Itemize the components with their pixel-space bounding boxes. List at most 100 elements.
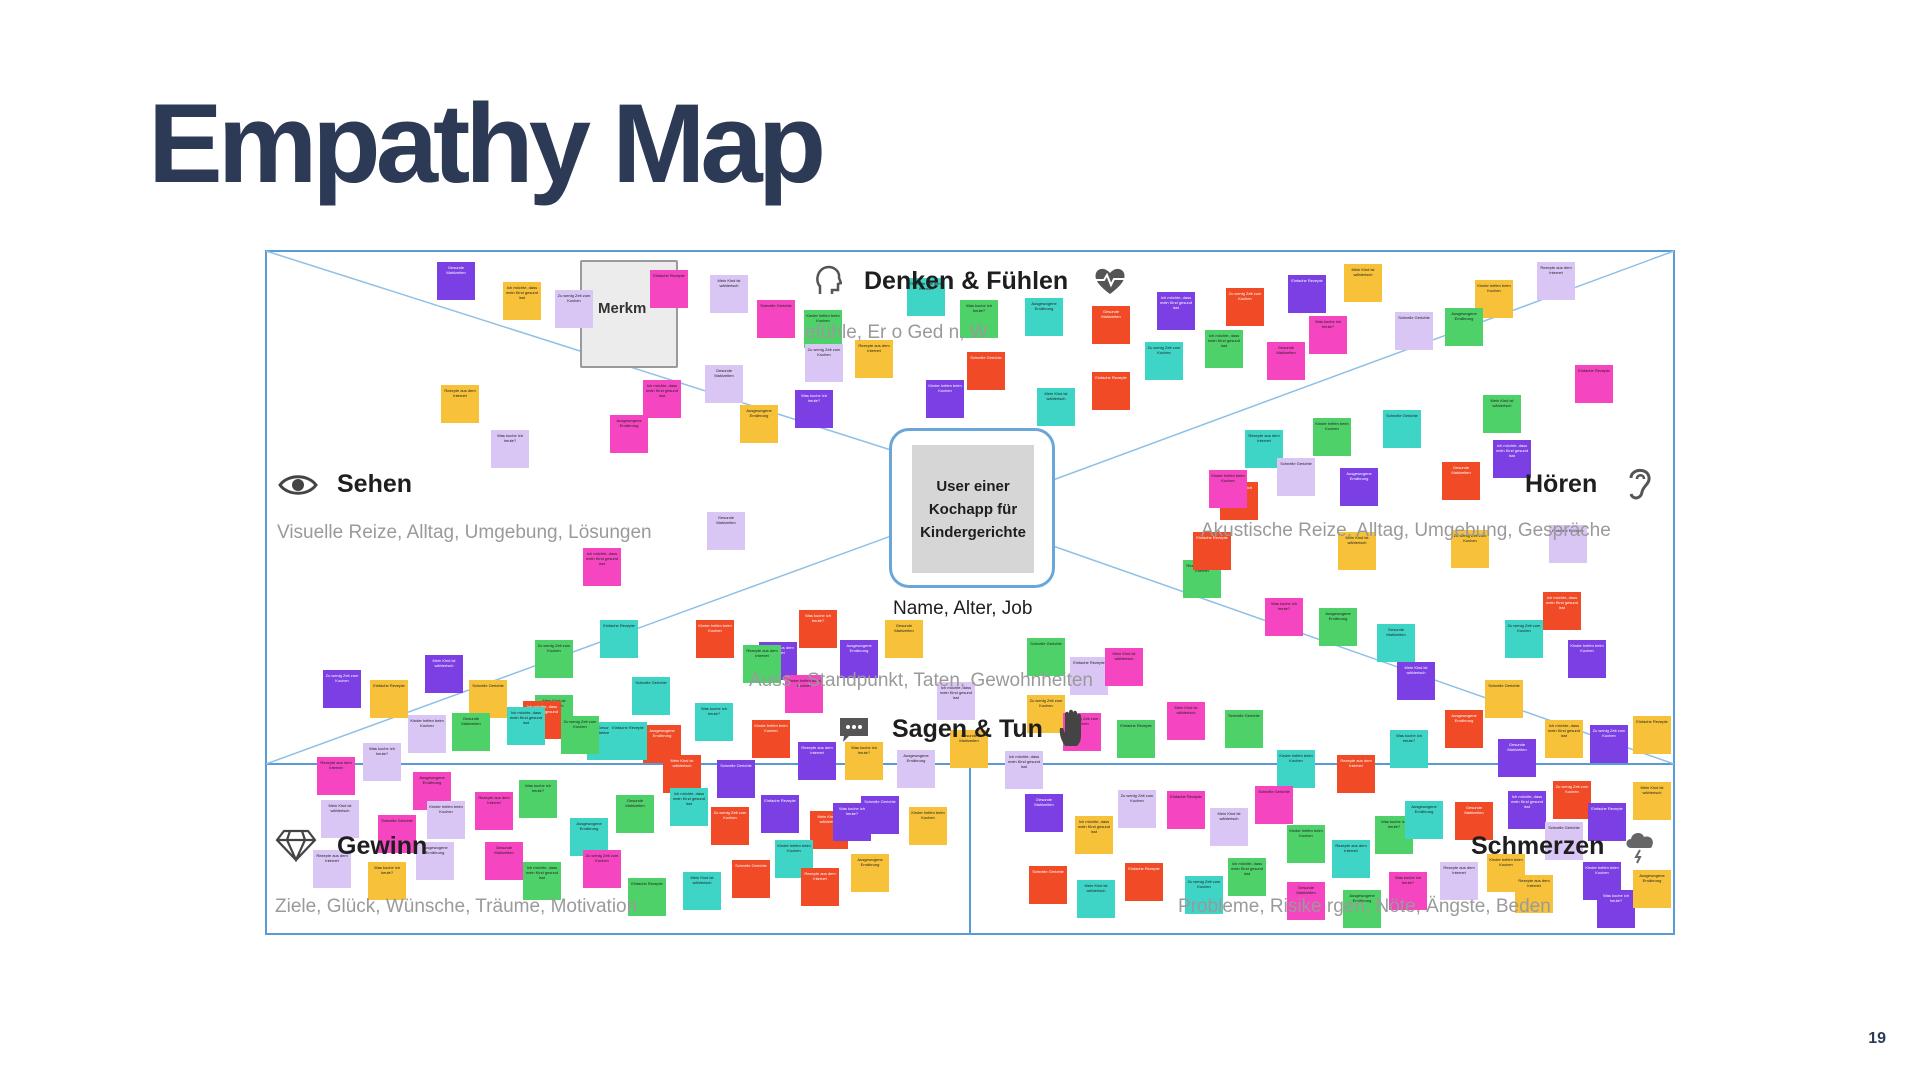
sticky-note[interactable]: Zu wenig Zeit zum Kochen <box>1185 876 1223 914</box>
sticky-note[interactable]: Kinder helfen beim Kochen <box>1568 640 1606 678</box>
sticky-note[interactable]: Rezepte aus dem Internet <box>317 757 355 795</box>
sticky-note[interactable]: Zu wenig Zeit zum Kochen <box>805 344 843 382</box>
sticky-note[interactable]: Ausgewogene Ernährung <box>570 818 608 856</box>
sticky-note[interactable]: Gesunde Mahlzeiten <box>485 842 523 880</box>
sticky-note[interactable]: Einfache Rezepte <box>1092 372 1130 410</box>
sticky-note[interactable]: Ausgewogene Ernährung <box>1319 608 1357 646</box>
sticky-note[interactable]: Schnelle Gerichte <box>632 677 670 715</box>
sticky-note[interactable]: Ausgewogene Ernährung <box>1343 890 1381 928</box>
sticky-note[interactable]: Mein Kind ist wählerisch <box>1105 648 1143 686</box>
sticky-note[interactable]: Kinder helfen beim Kochen <box>804 310 842 348</box>
sticky-note[interactable]: Mein Kind ist wählerisch <box>663 755 701 793</box>
sticky-note[interactable]: Gesunde Mahlzeiten <box>437 262 475 300</box>
sticky-note[interactable]: Was koche ich heute? <box>363 743 401 781</box>
sticky-note[interactable]: Schnelle Gerichte <box>1395 312 1433 350</box>
sticky-note[interactable]: Gesunde Mahlzeiten <box>950 730 988 768</box>
sticky-note[interactable]: Zu wenig Zeit zum Kochen <box>1590 725 1628 763</box>
sticky-note[interactable]: Kinder helfen beim Kochen <box>427 801 465 839</box>
sticky-note[interactable]: Einfache Rezepte <box>650 270 688 308</box>
sticky-note[interactable]: Schnelle Gerichte <box>1383 410 1421 448</box>
sticky-note[interactable]: Schnelle Gerichte <box>1225 710 1263 748</box>
sticky-note[interactable]: Zu wenig Zeit zum Kochen <box>561 716 599 754</box>
sticky-note[interactable]: Ich möchte, dass mein Kind gesund isst <box>583 548 621 586</box>
sticky-note[interactable]: Zu wenig Zeit zum Kochen <box>323 670 361 708</box>
sticky-note[interactable]: Gesunde Mahlzeiten <box>1092 306 1130 344</box>
sticky-note[interactable]: Mein Kind ist wählerisch <box>1338 532 1376 570</box>
sticky-note[interactable]: Was koche ich heute? <box>1265 598 1303 636</box>
sticky-note[interactable]: Ausgewogene Ernährung <box>1025 298 1063 336</box>
sticky-note[interactable]: Schnelle Gerichte <box>732 860 770 898</box>
sticky-note[interactable]: Rezepte aus dem Internet <box>441 385 479 423</box>
sticky-note[interactable]: Einfache Rezepte <box>1633 716 1671 754</box>
sticky-note[interactable]: Rezepte aus dem Internet <box>801 868 839 906</box>
sticky-note[interactable]: Gesunde Mahlzeiten <box>452 713 490 751</box>
sticky-note[interactable]: Schnelle Gerichte <box>1027 638 1065 676</box>
sticky-note[interactable]: Kinder helfen beim Kochen <box>926 380 964 418</box>
sticky-note[interactable]: Kinder helfen beim Kochen <box>752 720 790 758</box>
sticky-note[interactable]: Gesunde Mahlzeiten <box>1377 624 1415 662</box>
sticky-note[interactable]: Kinder helfen beim Kochen <box>1287 825 1325 863</box>
sticky-note[interactable]: Gesunde Mahlzeiten <box>1455 802 1493 840</box>
sticky-note[interactable]: Schnelle Gerichte <box>469 680 507 718</box>
sticky-note[interactable]: Ausgewogene Ernährung <box>840 640 878 678</box>
sticky-note[interactable]: Gesunde Mahlzeiten <box>1267 342 1305 380</box>
sticky-note[interactable]: Kinder helfen beim Kochen <box>1209 470 1247 508</box>
sticky-note[interactable]: Was koche ich heute? <box>799 610 837 648</box>
sticky-note[interactable]: Rezepte aus dem Internet <box>1440 862 1478 900</box>
sticky-note[interactable]: Gesunde Mahlzeiten <box>616 795 654 833</box>
sticky-note[interactable]: Kinder helfen beim Kochen <box>785 675 823 713</box>
sticky-note[interactable]: Rezepte aus dem Internet <box>798 742 836 780</box>
sticky-note[interactable]: Mein Kind ist wählerisch <box>1167 702 1205 740</box>
sticky-note[interactable]: Zu wenig Zeit zum Kochen <box>1505 620 1543 658</box>
sticky-note[interactable]: Was koche ich heute? <box>368 862 406 900</box>
sticky-note[interactable]: Ich möchte, dass mein Kind gesund isst <box>1075 816 1113 854</box>
sticky-note[interactable]: Einfache Rezepte <box>1117 720 1155 758</box>
sticky-note[interactable]: Kinder helfen beim Kochen <box>909 807 947 845</box>
sticky-note[interactable]: Einfache Rezepte <box>1193 532 1231 570</box>
sticky-note[interactable]: Rezepte aus dem Internet <box>1245 430 1283 468</box>
sticky-note[interactable]: Gesunde Mahlzeiten <box>705 365 743 403</box>
sticky-note[interactable]: Ich möchte, dass mein Kind gesund isst <box>503 282 541 320</box>
sticky-note[interactable]: Schnelle Gerichte <box>1255 786 1293 824</box>
sticky-note[interactable]: Rezepte aus dem Internet <box>1332 840 1370 878</box>
sticky-note[interactable]: Schnelle Gerichte <box>967 352 1005 390</box>
sticky-note[interactable]: Mein Kind ist wählerisch <box>1037 388 1075 426</box>
sticky-note[interactable]: Was koche ich heute? <box>833 803 871 841</box>
sticky-note[interactable]: Einfache Rezepte <box>1575 365 1613 403</box>
sticky-note[interactable]: Rezepte aus dem Internet <box>313 850 351 888</box>
sticky-note[interactable]: Rezepte aus dem Internet <box>1537 262 1575 300</box>
sticky-note[interactable]: Mein Kind ist wählerisch <box>1483 395 1521 433</box>
sticky-note[interactable]: Schnelle Gerichte <box>1545 822 1583 860</box>
sticky-note[interactable]: Mein Kind ist wählerisch <box>321 800 359 838</box>
sticky-note[interactable]: Schnelle Gerichte <box>1029 866 1067 904</box>
sticky-note[interactable]: Einfache Rezepte <box>761 795 799 833</box>
sticky-note[interactable]: Mein Kind ist wählerisch <box>1077 880 1115 918</box>
sticky-note[interactable]: Ich möchte, dass mein Kind gesund isst <box>1157 292 1195 330</box>
sticky-note[interactable]: Einfache Rezepte <box>628 878 666 916</box>
sticky-note[interactable]: Zu wenig Zeit zum Kochen <box>535 640 573 678</box>
sticky-note[interactable]: Kinder helfen beim Kochen <box>408 715 446 753</box>
sticky-note[interactable]: Was koche ich heute? <box>845 742 883 780</box>
sticky-note[interactable]: Ausgewogene Ernährung <box>1340 468 1378 506</box>
sticky-note[interactable]: Zu wenig Zeit zum Kochen <box>1145 342 1183 380</box>
sticky-note[interactable]: Zu wenig Zeit zum Kochen <box>1226 288 1264 326</box>
sticky-note[interactable]: Rezepte aus dem Internet <box>1337 755 1375 793</box>
sticky-note[interactable]: Rezepte aus dem Internet <box>1515 875 1553 913</box>
sticky-note[interactable]: Ausgewogene Ernährung <box>1445 710 1483 748</box>
sticky-note[interactable]: Gesunde Mahlzeiten <box>707 512 745 550</box>
sticky-note[interactable]: Ausgewogene Ernährung <box>610 415 648 453</box>
sticky-note[interactable]: Was koche ich heute? <box>1309 316 1347 354</box>
sticky-note[interactable]: Zu wenig Zeit zum Kochen <box>1553 781 1591 819</box>
sticky-note[interactable]: Was koche ich heute? <box>519 780 557 818</box>
sticky-note[interactable]: Was koche ich heute? <box>1389 872 1427 910</box>
sticky-note[interactable]: Ausgewogene Ernährung <box>1633 870 1671 908</box>
sticky-note[interactable]: Gesunde Mahlzeiten <box>885 620 923 658</box>
sticky-note[interactable]: Ich möchte, dass mein Kind gesund isst <box>1545 720 1583 758</box>
sticky-note[interactable]: Was koche ich heute? <box>960 300 998 338</box>
sticky-note[interactable]: Zu wenig Zeit zum Kochen <box>1118 790 1156 828</box>
sticky-note[interactable]: Gesunde Mahlzeiten <box>1498 739 1536 777</box>
sticky-note[interactable]: Kinder helfen beim Kochen <box>696 620 734 658</box>
sticky-note[interactable]: Ich möchte, dass mein Kind gesund isst <box>1543 592 1581 630</box>
sticky-note[interactable]: Was koche ich heute? <box>491 430 529 468</box>
sticky-note[interactable]: Einfache Rezepte <box>1070 657 1108 695</box>
